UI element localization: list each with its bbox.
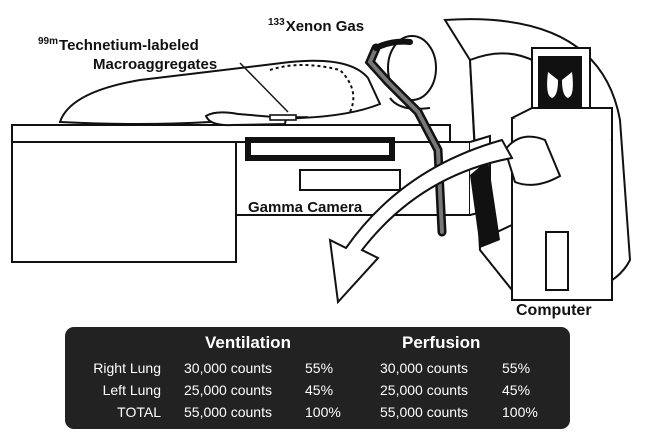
total-perfusion-counts: 55,000 counts [380,404,468,420]
total-perfusion-pct: 100% [502,404,538,420]
right-ventilation-counts: 30,000 counts [184,360,272,376]
left-ventilation-counts: 25,000 counts [184,382,272,398]
syringe [269,114,308,121]
computer-console [503,107,613,301]
total-ventilation-counts: 55,000 counts [184,404,272,420]
right-perfusion-pct: 55% [502,360,531,376]
right-ventilation-pct: 55% [305,360,334,376]
header-perfusion: Perfusion [402,333,481,352]
row-label-right-lung: Right Lung [93,360,161,376]
xenon-name: Xenon Gas [285,18,365,35]
xenon-isotope: 133 [268,17,285,28]
left-ventilation-pct: 45% [305,382,334,398]
left-perfusion-pct: 45% [502,382,531,398]
row-label-total: TOTAL [117,404,161,420]
xenon-label: 133Xenon Gas [268,17,364,36]
technetium-label: 99mTechnetium-labeled Macroaggregates [38,36,217,73]
total-ventilation-pct: 100% [305,404,341,420]
label-leaders [239,62,289,113]
computer-label: Computer [516,302,592,319]
right-perfusion-counts: 30,000 counts [380,360,468,376]
technetium-subtitle: Macroaggregates [93,55,218,73]
counts-table: Ventilation Perfusion Right Lung 30,000 … [65,327,570,429]
row-label-left-lung: Left Lung [102,382,161,398]
gamma-camera-detector [245,137,500,248]
gamma-camera-label: Gamma Camera [248,199,363,216]
patient [58,35,437,127]
header-ventilation: Ventilation [205,333,291,352]
data-flow-arrow [328,138,514,305]
technetium-isotope: 99m [38,36,59,47]
left-perfusion-counts: 25,000 counts [380,382,468,398]
xenon-gas-tubing [364,38,447,237]
technetium-name: Technetium-labeled [59,37,199,54]
